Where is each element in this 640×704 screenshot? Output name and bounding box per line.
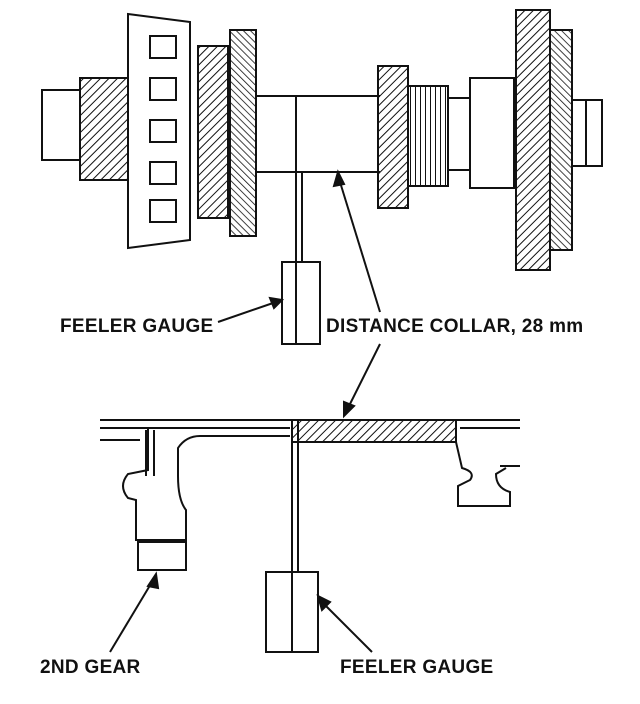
gear-2 xyxy=(229,29,257,237)
gear-large xyxy=(515,9,551,271)
distance-collar xyxy=(291,419,457,443)
second-gear-teeth xyxy=(137,541,187,571)
feeler-gauge-bottom xyxy=(265,420,319,653)
synchro-hub-slots xyxy=(149,35,177,223)
leader-lines-lower xyxy=(109,571,373,653)
cross-section-lower xyxy=(100,419,520,571)
feeler-gauge-label-top: FEELER GAUGE xyxy=(60,316,214,337)
shaft-assembly-upper xyxy=(41,9,603,271)
feeler-gauge-top xyxy=(281,172,321,345)
gear-1 xyxy=(197,45,229,219)
spline xyxy=(407,85,449,187)
feeler-gauge-label-bottom: FEELER GAUGE xyxy=(340,657,494,678)
leader-lines-upper xyxy=(217,169,381,419)
gear-3 xyxy=(377,65,409,209)
second-gear-label: 2ND GEAR xyxy=(40,657,141,678)
distance-collar-label: DISTANCE COLLAR, 28 mm xyxy=(326,316,584,337)
